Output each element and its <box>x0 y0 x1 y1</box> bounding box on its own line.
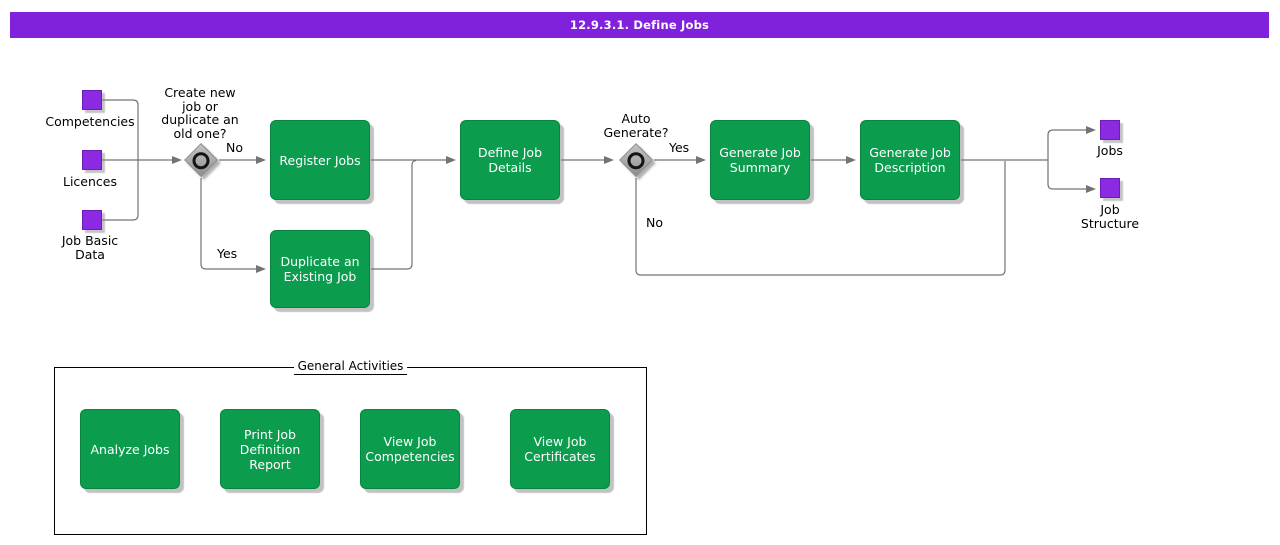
activity-analyze-jobs[interactable]: Analyze Jobs <box>80 409 180 489</box>
decision-create-or-duplicate-question: Create new job or duplicate an old one? <box>161 85 239 141</box>
entity-jobs-label: Jobs <box>1097 143 1123 158</box>
entity-licences[interactable] <box>82 150 102 170</box>
input-connectors <box>102 99 182 221</box>
entity-competencies[interactable] <box>82 90 102 110</box>
gateway-circle-icon <box>192 152 210 170</box>
flow-connectors <box>200 126 1096 276</box>
entity-licences-label: Licences <box>63 174 117 189</box>
general-activities-title: General Activities <box>293 360 408 375</box>
entity-job-basic-data[interactable] <box>82 210 102 230</box>
decision-diamond-icon <box>184 143 218 177</box>
activity-view-job-competencies[interactable]: View Job Competencies <box>360 409 460 489</box>
entity-job-basic-data-label: Job Basic Data <box>61 233 119 262</box>
general-activities-section: General Activities <box>54 360 647 535</box>
decision1-yes-label: Yes <box>217 246 238 261</box>
decision-diamond-icon <box>619 143 653 177</box>
activity-define-job-details[interactable]: Define Job Details <box>460 120 560 200</box>
entity-job-structure-label: Job Structure <box>1080 202 1140 231</box>
activity-print-job-definition-report[interactable]: Print Job Definition Report <box>220 409 320 489</box>
page-title: 12.9.3.1. Define Jobs <box>569 18 710 32</box>
gateway-circle-icon <box>627 152 645 170</box>
entity-job-structure[interactable] <box>1100 178 1120 198</box>
decision-create-or-duplicate <box>184 143 218 177</box>
decision2-yes-label: Yes <box>669 140 690 155</box>
title-bar: 12.9.3.1. Define Jobs <box>10 12 1269 38</box>
entity-competencies-label: Competencies <box>45 114 135 129</box>
activity-view-job-certificates[interactable]: View Job Certificates <box>510 409 610 489</box>
decision-auto-generate-question: Auto Generate? <box>603 111 669 140</box>
activity-generate-job-summary[interactable]: Generate Job Summary <box>710 120 810 200</box>
activity-generate-job-description[interactable]: Generate Job Description <box>860 120 960 200</box>
decision-auto-generate <box>619 143 653 177</box>
decision2-no-label: No <box>646 215 663 230</box>
activity-duplicate-existing-job[interactable]: Duplicate an Existing Job <box>270 230 370 308</box>
activity-register-jobs[interactable]: Register Jobs <box>270 120 370 200</box>
decision1-no-label: No <box>226 140 243 155</box>
entity-jobs[interactable] <box>1100 120 1120 140</box>
